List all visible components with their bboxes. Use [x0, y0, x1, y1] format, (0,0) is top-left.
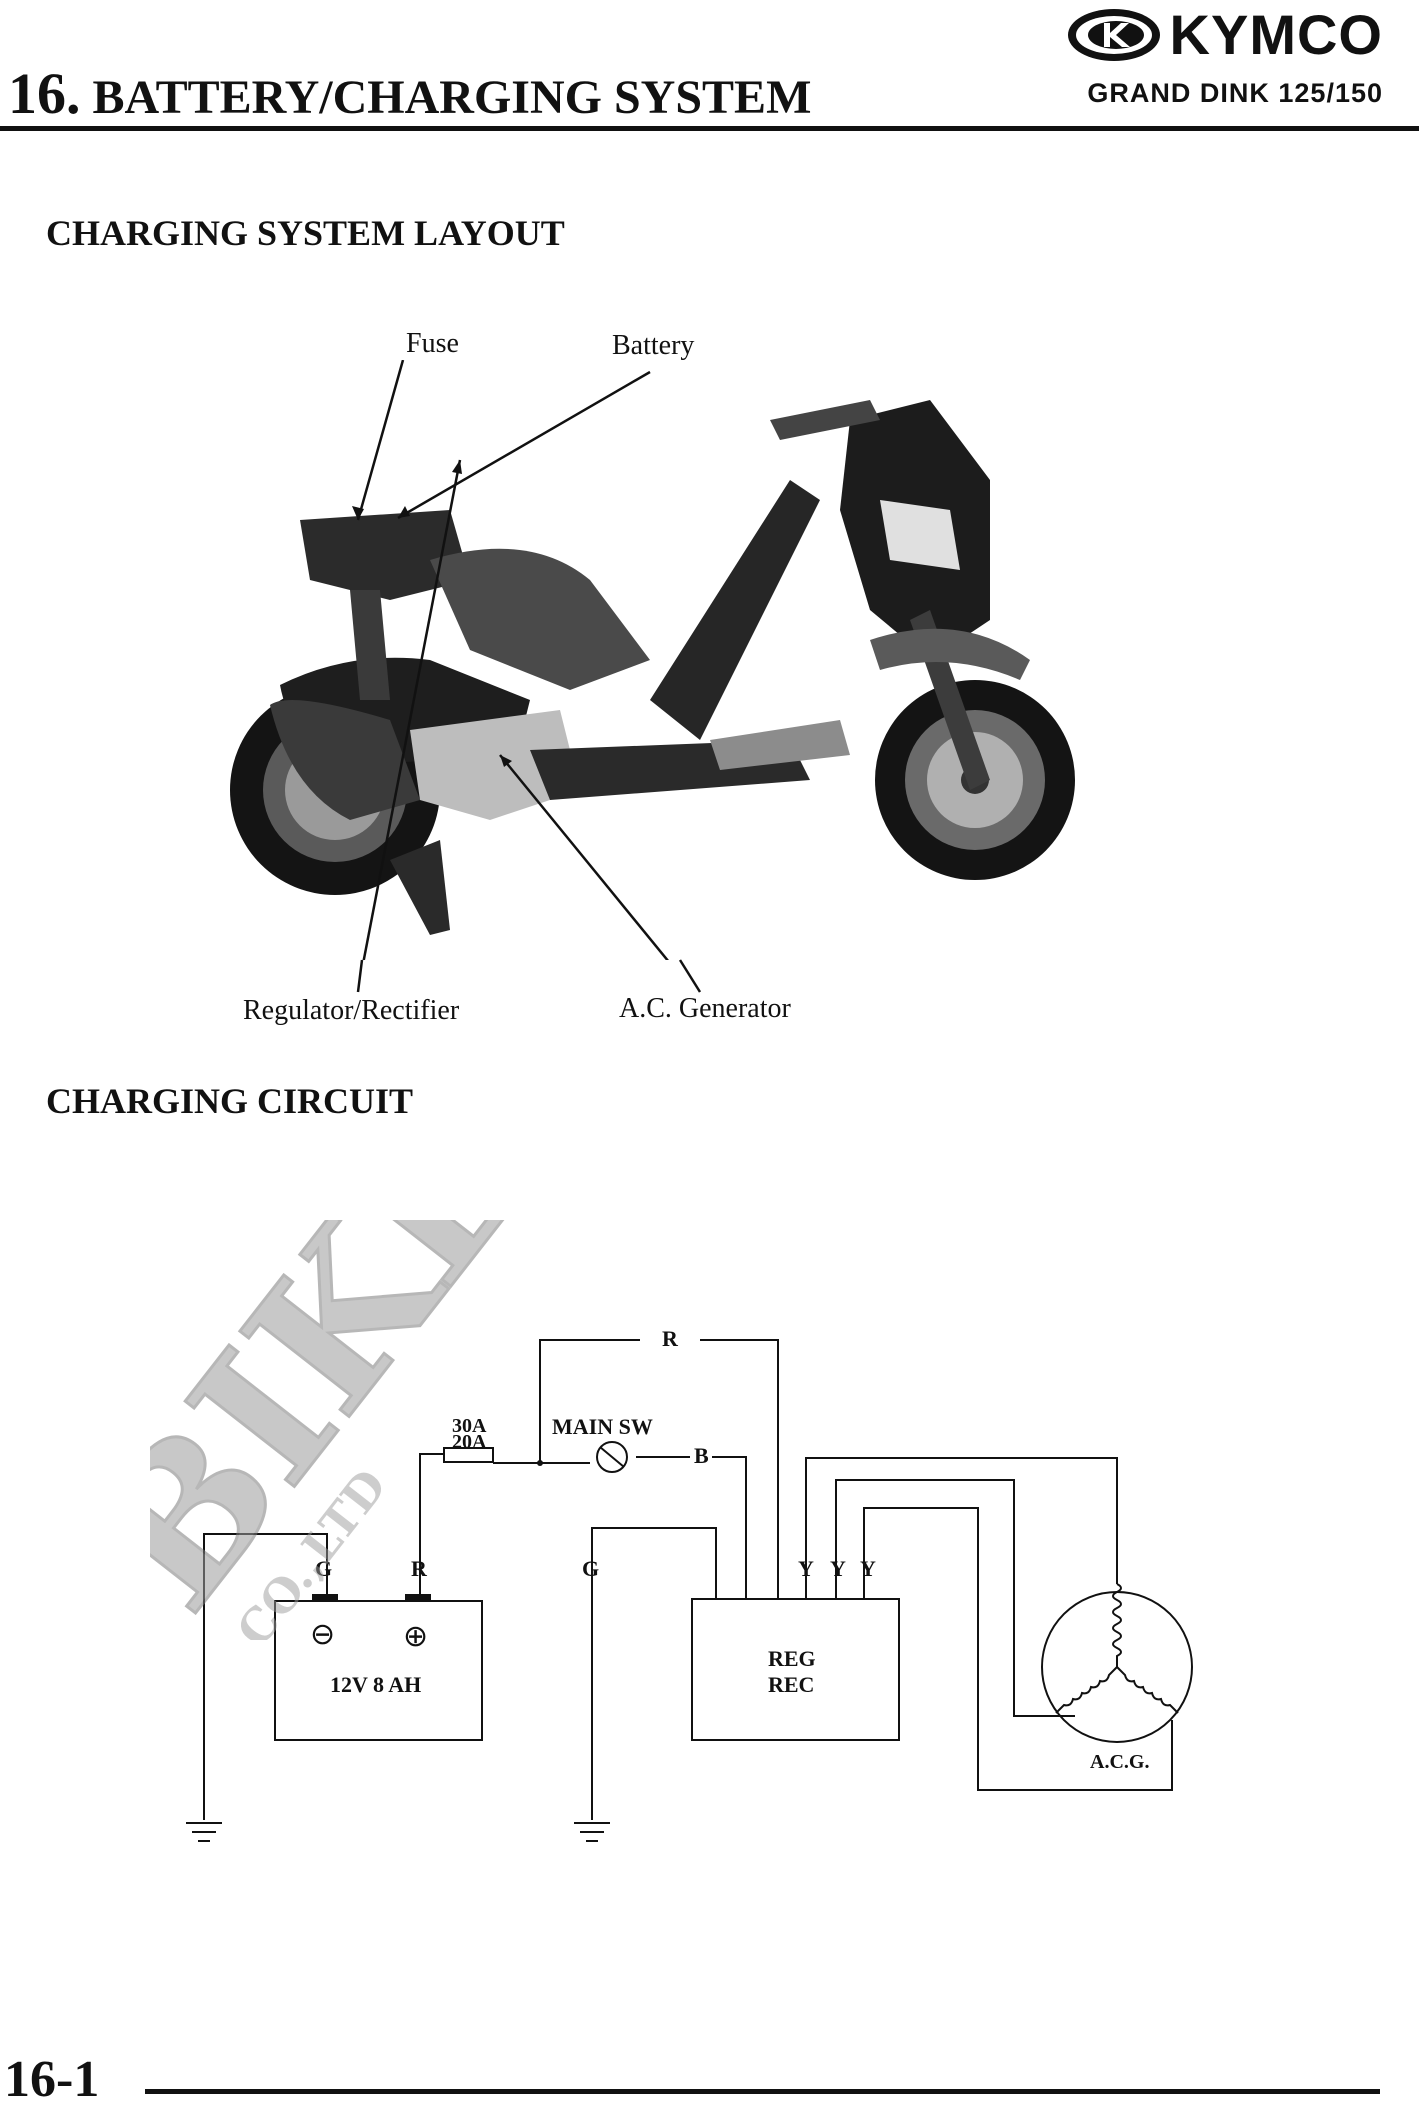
layout-section-title: CHARGING SYSTEM LAYOUT — [46, 213, 565, 253]
fuse-label: Fuse — [406, 328, 459, 359]
main-switch-icon — [596, 1441, 628, 1473]
y-label-2: Y — [830, 1556, 846, 1581]
regrec-label-line2: REC — [768, 1672, 814, 1697]
ac-generator-label: A.C. Generator — [619, 993, 791, 1024]
battery-r-label: R — [411, 1556, 428, 1581]
battery-spec-label: 12V 8 AH — [330, 1672, 421, 1697]
rear-shock — [350, 590, 390, 700]
battery-positive-terminal — [405, 1594, 431, 1602]
battery-box — [274, 1600, 483, 1741]
seat-frame — [300, 510, 470, 600]
header-divider — [0, 126, 1419, 131]
fuse-30a-label: 30A — [452, 1415, 487, 1437]
battery-negative-terminal — [312, 1594, 338, 1602]
front-fender — [870, 628, 1030, 680]
y-label-3: Y — [860, 1556, 876, 1581]
charging-circuit-diagram: R 30A 20A MAIN SW B G R G Y Y Y ⊖ ⊕ 12V … — [186, 1326, 1193, 1842]
y-wire-3 — [863, 1507, 1173, 1791]
r-to-regrec-wire — [700, 1339, 779, 1599]
front-tube — [650, 480, 820, 740]
model-name: GRAND DINK 125/150 — [1087, 78, 1383, 108]
fuse-20a-label: 20A — [452, 1431, 487, 1453]
muffler — [270, 700, 420, 820]
handlebar — [770, 400, 880, 440]
page-number: 16-1 — [4, 2051, 100, 2108]
brand-name: KYMCO — [1169, 3, 1383, 66]
wire-r-top-label: R — [662, 1326, 679, 1351]
fuse-to-r-wire — [493, 1339, 640, 1464]
battery-minus-symbol: ⊖ — [310, 1618, 335, 1651]
y-wire-2 — [835, 1479, 1075, 1717]
battery-label: Battery — [612, 330, 695, 361]
regrec-g-label: G — [582, 1556, 599, 1581]
chapter-number: 16. — [8, 61, 81, 126]
y-wire-1 — [805, 1457, 1118, 1599]
battery-plus-symbol: ⊕ — [403, 1620, 428, 1653]
chapter-heading: 16. BATTERY/CHARGING SYSTEM — [8, 60, 811, 127]
battery-g-label: G — [315, 1556, 332, 1581]
regrec-label-line1: REG — [768, 1646, 816, 1671]
acg-coil-top — [1112, 1583, 1122, 1667]
fuse-icon — [443, 1447, 494, 1463]
battery-ground-wire — [203, 1533, 328, 1820]
headlight — [880, 500, 960, 570]
wire-harness — [430, 548, 650, 690]
regrec-ground-wire — [591, 1527, 717, 1820]
acg-coil-left — [1055, 1666, 1118, 1714]
main-switch-label: MAIN SW — [552, 1414, 653, 1439]
chapter-title: BATTERY/CHARGING SYSTEM — [92, 71, 812, 124]
regulator-rectifier-label: Regulator/Rectifier — [243, 995, 460, 1026]
scooter-photo — [230, 360, 1075, 960]
kymco-logo-icon — [1067, 8, 1160, 61]
engine-case — [410, 710, 580, 820]
y-label-1: Y — [798, 1556, 814, 1581]
circuit-section-title: CHARGING CIRCUIT — [46, 1081, 414, 1121]
acg-label: A.C.G. — [1090, 1751, 1149, 1773]
wire-b-label: B — [694, 1443, 709, 1468]
floor-plate — [710, 720, 850, 770]
b-to-regrec-wire — [712, 1456, 747, 1599]
regrec-box — [691, 1598, 900, 1741]
acg-coil-right — [1116, 1666, 1179, 1714]
footer-divider — [145, 2089, 1380, 2094]
center-stand — [390, 840, 450, 935]
battery-positive-wire — [419, 1453, 444, 1601]
brand-logo: KYMCO — [1064, 2, 1383, 67]
